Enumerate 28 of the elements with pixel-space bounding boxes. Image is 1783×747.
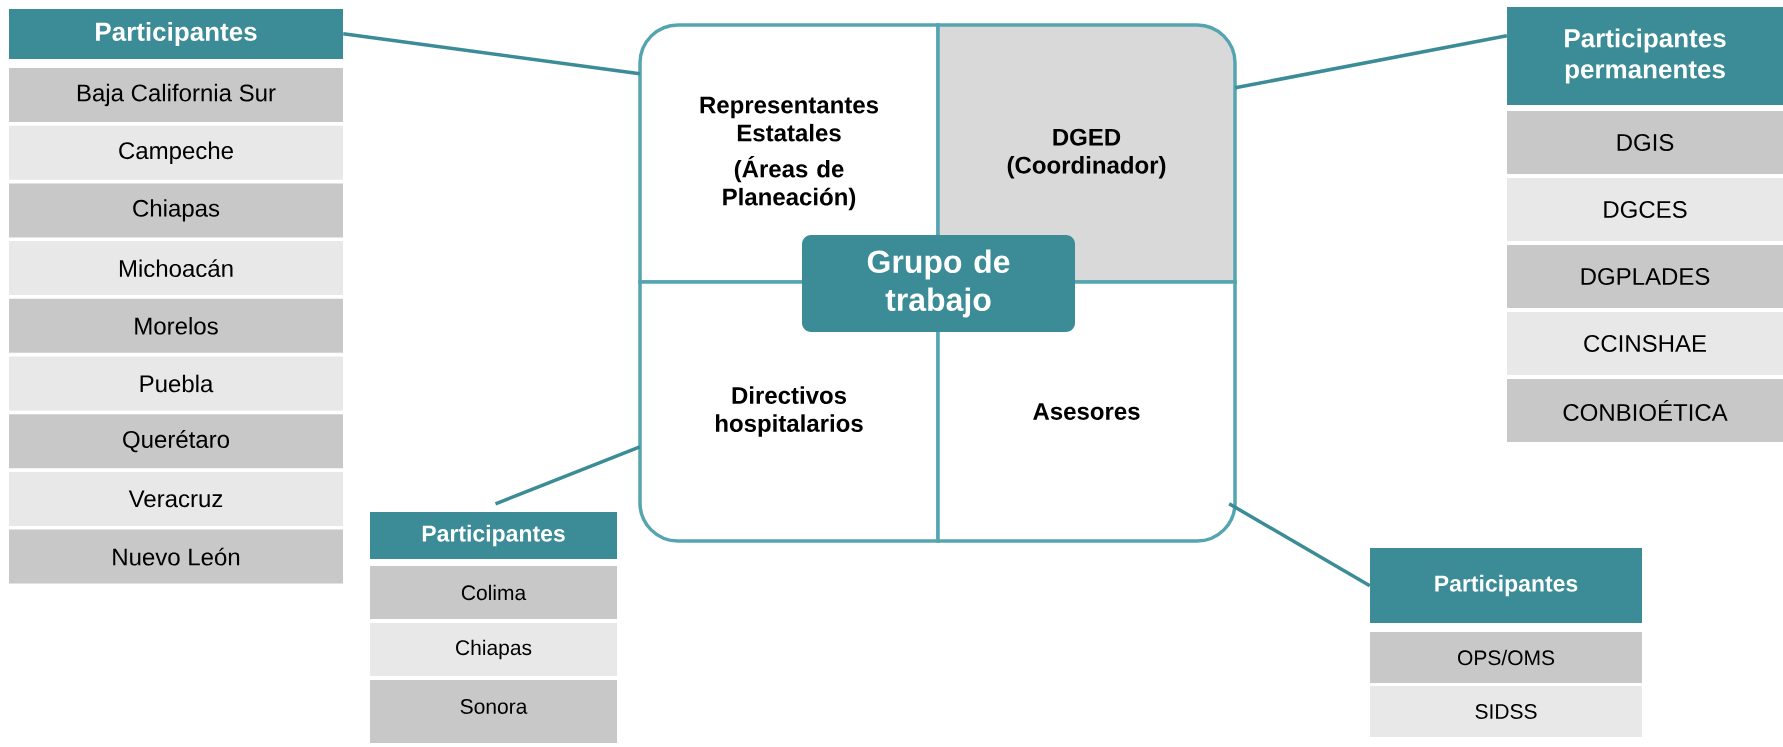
table-cell: SIDSS <box>1370 686 1642 737</box>
table-cell: Nuevo León <box>9 529 343 584</box>
table-cell: CONBIOÉTICA <box>1507 379 1783 442</box>
connector-line <box>1234 34 1508 90</box>
table-header: Participantes permanentes <box>1507 7 1783 105</box>
table-cell: OPS/OMS <box>1370 632 1642 683</box>
table-cell: DGPLADES <box>1507 245 1783 308</box>
table-header: Participantes <box>9 9 343 59</box>
connector-line <box>342 32 641 76</box>
table-cell: Veracruz <box>9 471 343 526</box>
table-cell: Chiapas <box>370 623 617 676</box>
table-cell: DGCES <box>1507 178 1783 241</box>
table-cell: DGIS <box>1507 111 1783 174</box>
table-header: Participantes <box>1370 548 1642 623</box>
table-cell: Baja California Sur <box>9 68 343 122</box>
connector-line <box>1228 502 1371 588</box>
connector-line <box>494 445 641 506</box>
table-cell: Colima <box>370 566 617 619</box>
table-cell: Michoacán <box>9 241 343 296</box>
title-badge: Grupo de trabajo <box>802 235 1075 332</box>
table-cell: Chiapas <box>9 183 343 238</box>
table-cell: Querétaro <box>9 414 343 469</box>
table-cell: Morelos <box>9 298 343 353</box>
table-cell: Puebla <box>9 356 343 411</box>
table-cell: CCINSHAE <box>1507 312 1783 375</box>
table-cell: Campeche <box>9 125 343 180</box>
table-cell: Sonora <box>370 680 617 743</box>
table-header: Participantes <box>370 512 617 559</box>
